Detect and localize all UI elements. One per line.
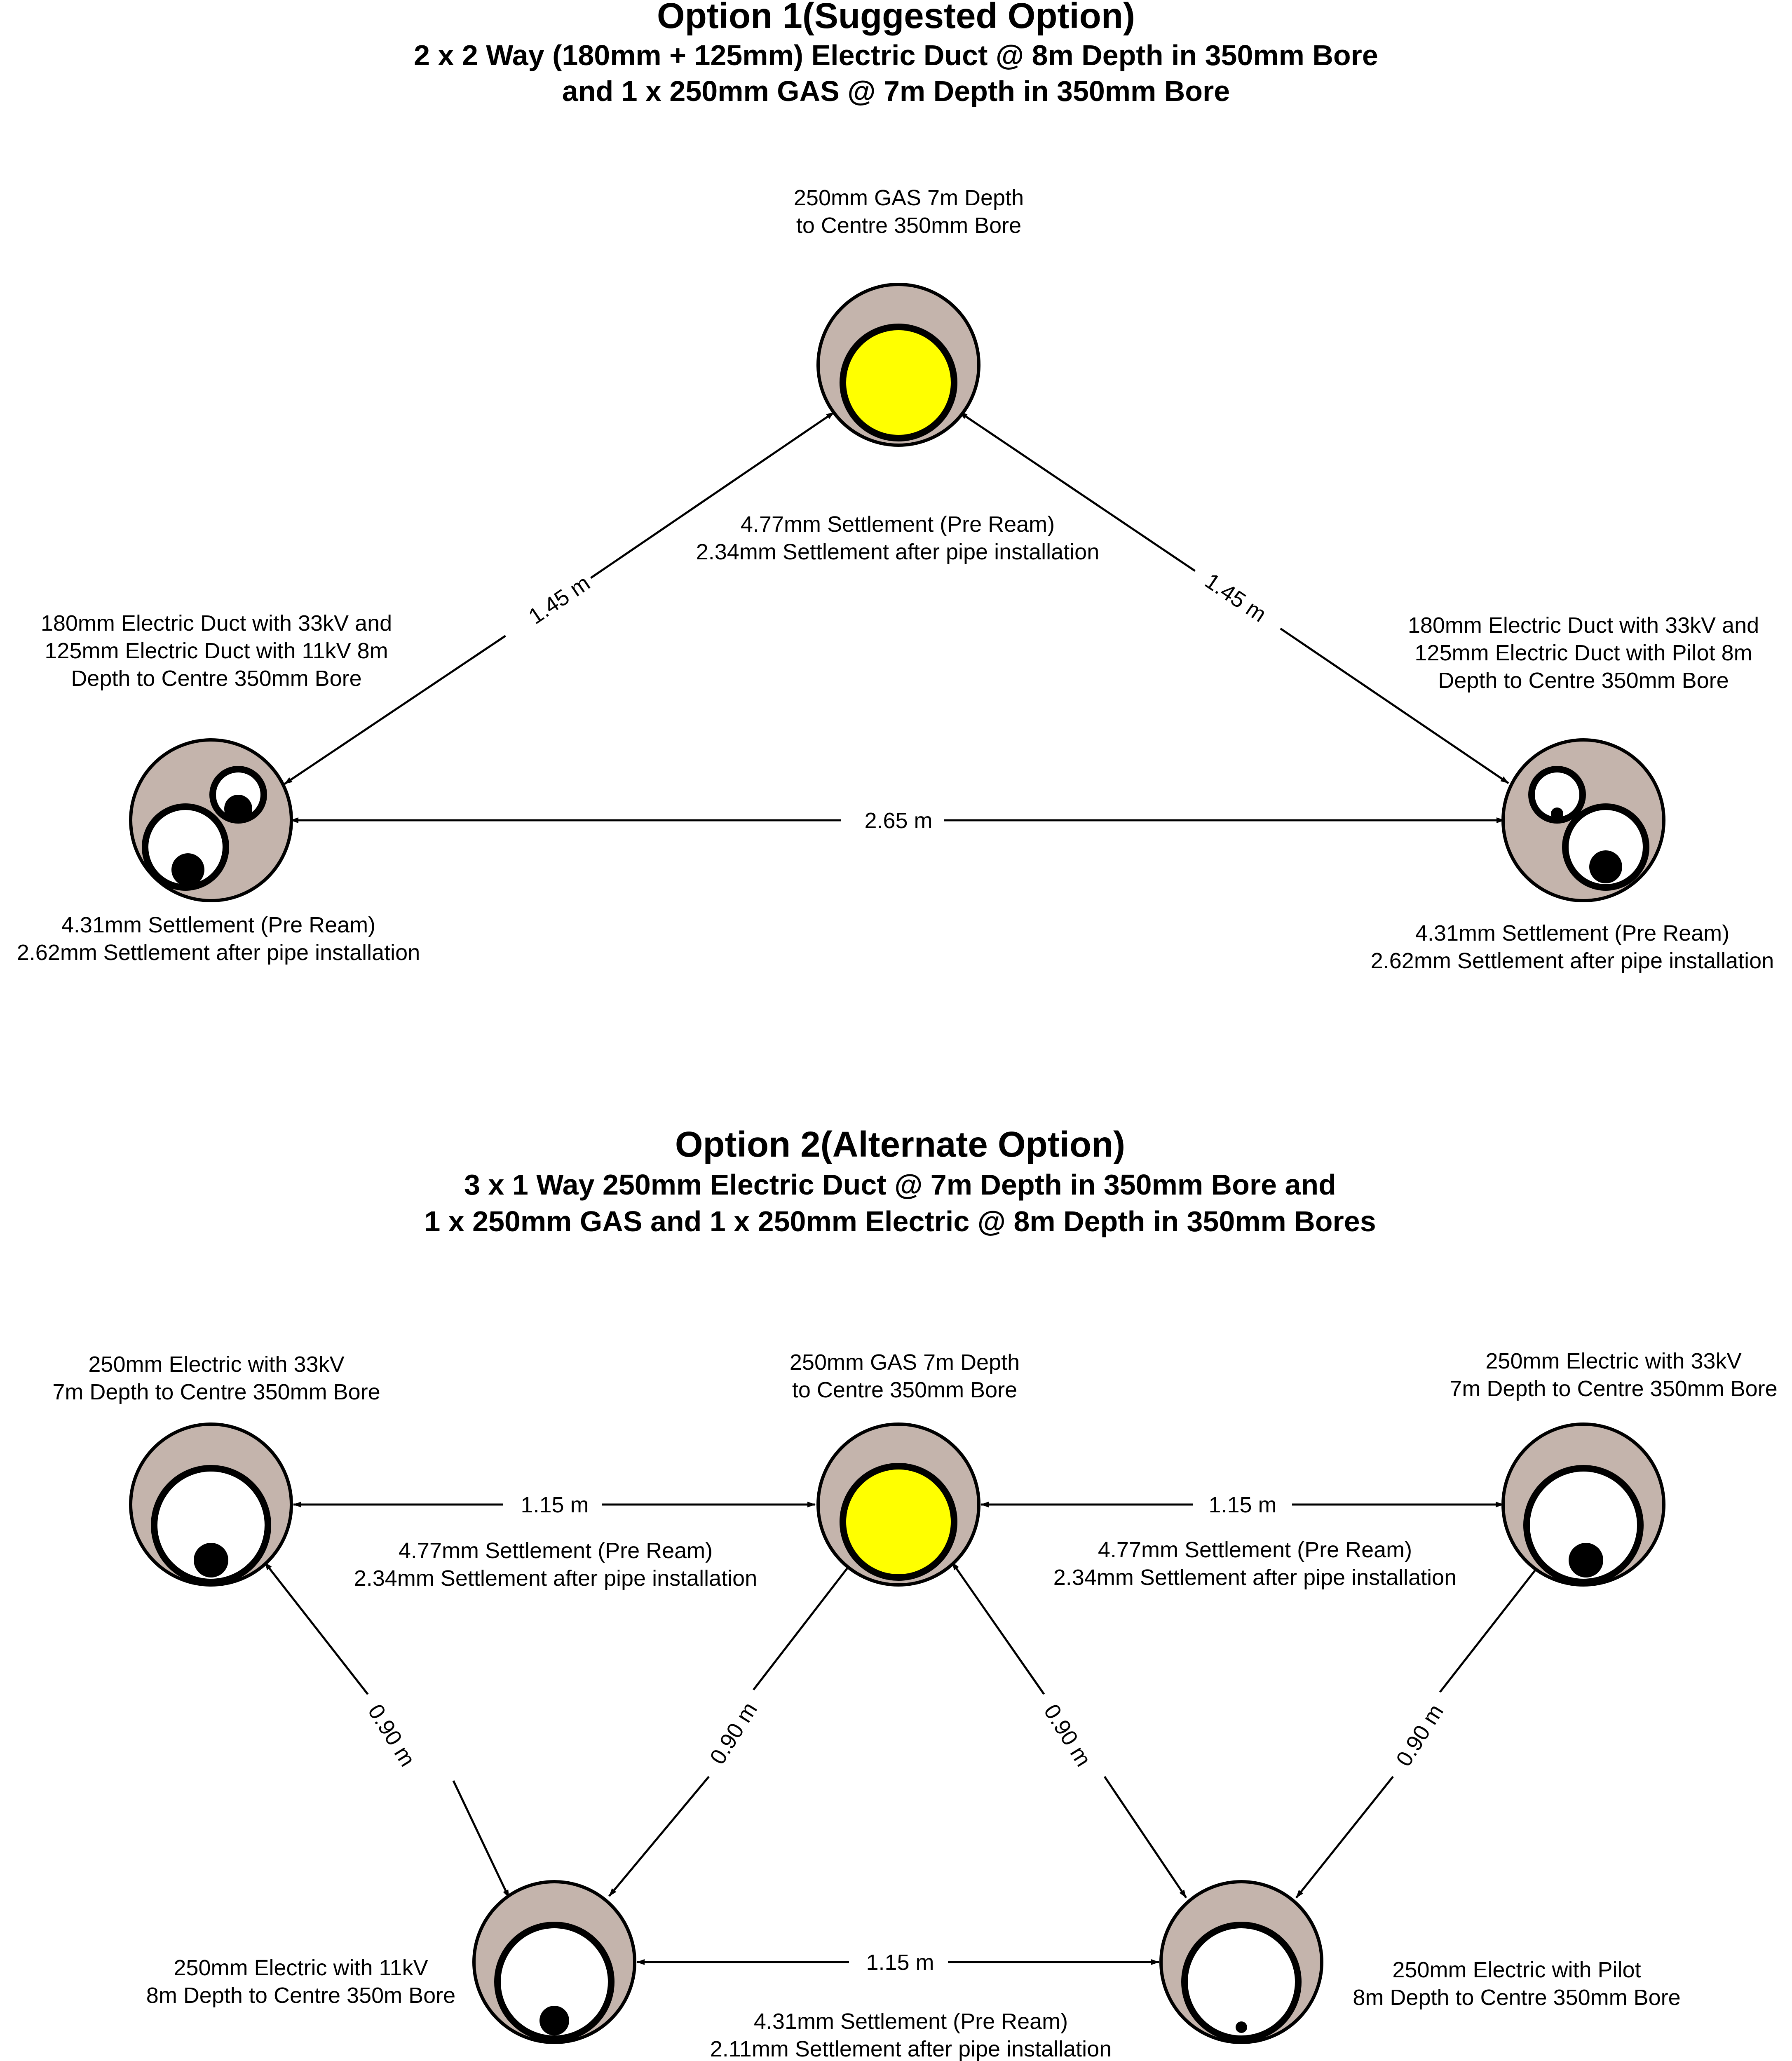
settlement-after-install: 2.11mm Settlement after pipe installatio…: [710, 2037, 1112, 2061]
settlement-after-install: 2.62mm Settlement after pipe installatio…: [17, 940, 420, 965]
option2-top-mid-label: 250mm GAS 7m Depth to Centre 350mm Bore: [790, 1350, 1020, 1402]
duct-250mm: [494, 1922, 615, 2042]
label-line: 7m Depth to Centre 350mm Bore: [1450, 1376, 1777, 1401]
option2-title: Option 2(Alternate Option): [675, 1124, 1125, 1164]
label-line: Depth to Centre 350mm Bore: [1438, 668, 1729, 693]
option2-dim-diag-3: 0.90 m: [951, 1561, 1187, 1899]
settlement-pre-ream: 4.77mm Settlement (Pre Ream): [741, 512, 1055, 537]
cable-pilot: [1551, 807, 1563, 820]
label-line: Depth to Centre 350mm Bore: [71, 666, 361, 691]
cable-33kv: [171, 853, 204, 886]
option2-dim-diag-2: 0.90 m: [608, 1561, 853, 1897]
cable-33kv: [1569, 1543, 1603, 1577]
label-line: 180mm Electric Duct with 33kV and: [41, 611, 392, 636]
settlement-pre-ream: 4.31mm Settlement (Pre Ream): [1415, 921, 1729, 946]
label-line: 250mm Electric with 11kV: [174, 1955, 428, 1980]
settlement-pre-ream: 4.31mm Settlement (Pre Ream): [61, 913, 375, 937]
settlement-after-install: 2.34mm Settlement after pipe installatio…: [1053, 1565, 1457, 1590]
option2-subtitle-line1: 3 x 1 Way 250mm Electric Duct @ 7m Depth…: [464, 1169, 1336, 1201]
option1-gas-label: 250mm GAS 7m Depth to Centre 350mm Bore: [794, 185, 1024, 238]
option2-dim-bottom-label: 1.15 m: [866, 1950, 934, 1975]
gas-pipe: [840, 324, 957, 441]
label-line: to Centre 350mm Bore: [792, 1378, 1017, 1402]
label-line: 250mm Electric with 33kV: [88, 1352, 344, 1377]
option1-right-bore: [1501, 738, 1665, 902]
option1-subtitle-line2: and 1 x 250mm GAS @ 7m Depth in 350mm Bo…: [562, 75, 1230, 107]
label-line: 250mm Electric with Pilot: [1392, 1958, 1641, 1982]
option1-dim-left: 1.45 m: [284, 411, 835, 785]
label-line: 8m Depth to Centre 350m Bore: [146, 1983, 455, 2008]
cable-33kv: [194, 1543, 228, 1577]
option1-dim-bottom-label: 2.65 m: [864, 808, 932, 833]
gas-pipe: [840, 1463, 957, 1581]
option2-dim-top-left: 1.15 m: [293, 1493, 816, 1517]
option2-bottom-right-bore: [1159, 1880, 1323, 2044]
settlement-after-install: 2.34mm Settlement after pipe installatio…: [354, 1566, 758, 1591]
label-line: 8m Depth to Centre 350mm Bore: [1353, 1985, 1680, 2010]
label-line: to Centre 350mm Bore: [796, 213, 1021, 238]
option1-right-settlement: 4.31mm Settlement (Pre Ream) 2.62mm Sett…: [1371, 921, 1774, 973]
option2-dim-diag-4: 0.90 m: [1295, 1561, 1542, 1899]
option2-dim-top-left-label: 1.15 m: [521, 1493, 589, 1517]
settlement-after-install: 2.62mm Settlement after pipe installatio…: [1371, 948, 1774, 973]
label-line: 250mm GAS 7m Depth: [794, 185, 1024, 210]
option2-top-right-label: 250mm Electric with 33kV 7m Depth to Cen…: [1450, 1349, 1777, 1401]
option2-bottom-left-label: 250mm Electric with 11kV 8m Depth to Cen…: [146, 1955, 455, 2008]
option1-title: Option 1(Suggested Option): [657, 0, 1135, 36]
option1-dim-bottom: 2.65 m: [290, 808, 1505, 833]
settlement-after-install: 2.34mm Settlement after pipe installatio…: [696, 540, 1100, 564]
settlement-pre-ream: 4.31mm Settlement (Pre Ream): [754, 2009, 1068, 2034]
option1-left-label: 180mm Electric Duct with 33kV and 125mm …: [41, 611, 392, 691]
duct-180mm: [1562, 803, 1649, 891]
option2-top-right-settlement: 4.77mm Settlement (Pre Ream) 2.34mm Sett…: [1053, 1538, 1457, 1590]
duct-250mm: [151, 1465, 271, 1585]
settlement-pre-ream: 4.77mm Settlement (Pre Ream): [1098, 1538, 1412, 1562]
option1-subtitle-line1: 2 x 2 Way (180mm + 125mm) Electric Duct …: [414, 39, 1378, 71]
duct-250mm: [1181, 1922, 1302, 2042]
label-line: 250mm GAS 7m Depth: [790, 1350, 1020, 1375]
cable-pilot: [1236, 2021, 1247, 2033]
option2-bottom-left-bore: [472, 1880, 636, 2044]
option2-dim-top-right-label: 1.15 m: [1208, 1493, 1276, 1517]
cable-11kv: [224, 795, 252, 823]
option2-dim-bottom: 1.15 m: [636, 1950, 1159, 1975]
label-line: 125mm Electric Duct with 11kV 8m: [45, 638, 388, 663]
option1-gas-bore: [816, 283, 980, 447]
option2-bottom-right-label: 250mm Electric with Pilot 8m Depth to Ce…: [1353, 1958, 1680, 2010]
duct-250mm: [1523, 1465, 1644, 1585]
settlement-pre-ream: 4.77mm Settlement (Pre Ream): [399, 1538, 713, 1563]
option2-top-left-bore: [129, 1423, 293, 1587]
cable-33kv: [1589, 850, 1622, 883]
option1-left-bore: [129, 738, 293, 902]
option1-section: Option 1(Suggested Option) 2 x 2 Way (18…: [17, 0, 1774, 973]
option2-dim-diag-1: 0.90 m: [264, 1561, 510, 1899]
cable-11kv: [539, 2006, 569, 2035]
option2-bottom-settlement: 4.31mm Settlement (Pre Ream) 2.11mm Sett…: [710, 2009, 1112, 2061]
duct-180mm: [142, 803, 229, 891]
option1-center-settlement: 4.77mm Settlement (Pre Ream) 2.34mm Sett…: [696, 512, 1100, 564]
option2-dim-top-right: 1.15 m: [980, 1493, 1504, 1517]
label-line: 125mm Electric Duct with Pilot 8m: [1414, 641, 1752, 665]
option2-gas-bore: [816, 1423, 980, 1587]
option1-right-label: 180mm Electric Duct with 33kV and 125mm …: [1408, 613, 1759, 693]
option1-left-settlement: 4.31mm Settlement (Pre Ream) 2.62mm Sett…: [17, 913, 420, 965]
option2-top-left-settlement: 4.77mm Settlement (Pre Ream) 2.34mm Sett…: [354, 1538, 758, 1591]
label-line: 180mm Electric Duct with 33kV and: [1408, 613, 1759, 638]
option2-section: Option 2(Alternate Option) 3 x 1 Way 250…: [52, 1124, 1777, 2061]
option2-top-left-label: 250mm Electric with 33kV 7m Depth to Cen…: [52, 1352, 380, 1404]
option2-subtitle-line2: 1 x 250mm GAS and 1 x 250mm Electric @ 8…: [424, 1205, 1376, 1237]
label-line: 7m Depth to Centre 350mm Bore: [52, 1380, 380, 1404]
option2-top-right-bore: [1501, 1423, 1665, 1587]
label-line: 250mm Electric with 33kV: [1485, 1349, 1741, 1373]
duct-125mm: [1528, 766, 1586, 824]
option1-dim-right: 1.45 m: [959, 411, 1509, 784]
